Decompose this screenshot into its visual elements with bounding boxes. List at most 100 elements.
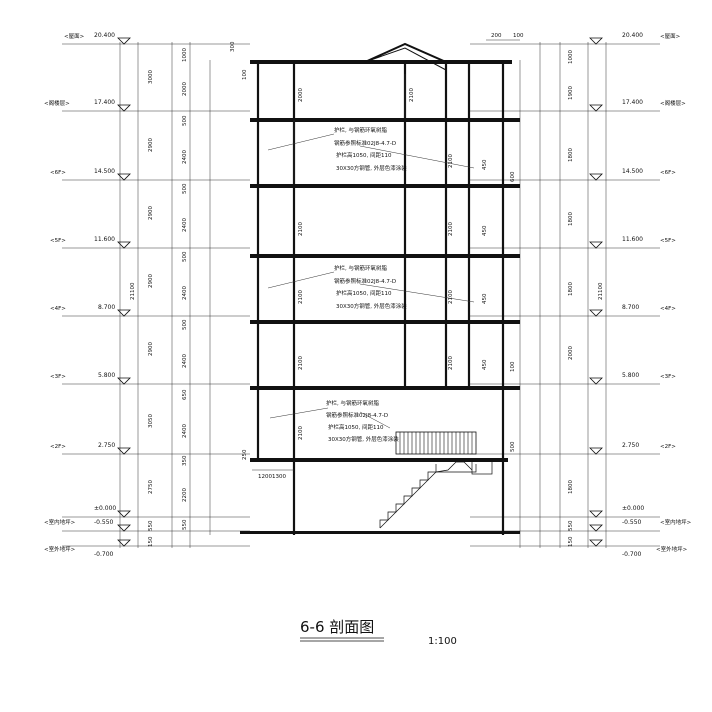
level-1-right: ±0.000 xyxy=(589,505,644,518)
svg-text:2.750: 2.750 xyxy=(98,442,115,449)
svg-text:600: 600 xyxy=(510,171,516,182)
svg-text:2100: 2100 xyxy=(409,88,415,102)
svg-text:<屋面>: <屋面> xyxy=(64,33,85,40)
note-l6: 护栏, 与钢筋环氧树脂 钢筋参照标准02J8-4.7-D 护栏高1050, 间距… xyxy=(267,126,475,172)
level-3-right: 5.800 <3F> xyxy=(589,372,676,385)
svg-text:1200: 1200 xyxy=(258,474,272,480)
drawing-title: 6-6 剖面图 1:100 xyxy=(300,618,457,647)
building-section: 2000 2100 2100 2100 2100 2100 2100 2100 … xyxy=(240,42,520,535)
level-0-right: -0.550 <室内地坪> xyxy=(589,518,692,532)
svg-text:550: 550 xyxy=(568,520,574,531)
svg-text:6-6 剖面图: 6-6 剖面图 xyxy=(300,618,374,636)
svg-text:14.500: 14.500 xyxy=(622,168,643,175)
level-4-right: 8.700 <4F> xyxy=(589,304,676,317)
svg-text:护栏高1050, 间距110: 护栏高1050, 间距110 xyxy=(328,423,384,431)
svg-text:<5F>: <5F> xyxy=(660,238,676,244)
svg-text:11.600: 11.600 xyxy=(622,236,643,243)
svg-text:2900: 2900 xyxy=(148,342,154,356)
svg-text:500: 500 xyxy=(182,319,188,330)
svg-text:<阁楼层>: <阁楼层> xyxy=(44,99,70,107)
svg-text:100: 100 xyxy=(242,69,248,80)
svg-text:30X30方钢管, 外层色漆涂装: 30X30方钢管, 外层色漆涂装 xyxy=(336,302,407,310)
svg-text:1800: 1800 xyxy=(568,282,574,296)
svg-text:<2F>: <2F> xyxy=(50,444,66,450)
svg-text:1800: 1800 xyxy=(568,148,574,162)
svg-text:2400: 2400 xyxy=(182,424,188,438)
svg-text:8.700: 8.700 xyxy=(622,304,639,311)
svg-text:30X30方钢管, 外层色漆涂装: 30X30方钢管, 外层色漆涂装 xyxy=(328,435,399,443)
svg-text:21100: 21100 xyxy=(598,282,604,300)
svg-text:450: 450 xyxy=(482,359,488,370)
svg-text:钢筋参照标准02J8-4.7-D: 钢筋参照标准02J8-4.7-D xyxy=(326,411,388,419)
svg-text:<室外地坪>: <室外地坪> xyxy=(44,545,76,553)
level-2-left: 2.750 <2F> xyxy=(50,442,131,455)
svg-text:<室内地坪>: <室内地坪> xyxy=(660,518,692,526)
level-ground-left: -0.700 <室外地坪> xyxy=(44,539,131,558)
svg-text:2100: 2100 xyxy=(448,222,454,236)
svg-text:<阁楼层>: <阁楼层> xyxy=(660,99,686,107)
svg-text:2000: 2000 xyxy=(298,88,304,102)
svg-text:护栏高1050, 间距110: 护栏高1050, 间距110 xyxy=(336,151,392,159)
svg-text:20.400: 20.400 xyxy=(94,32,115,39)
svg-text:14.500: 14.500 xyxy=(94,168,115,175)
svg-text:30X30方钢管, 外层色漆涂装: 30X30方钢管, 外层色漆涂装 xyxy=(336,164,407,172)
level-5-right: 11.600 <5F> xyxy=(589,236,676,249)
svg-text:2100: 2100 xyxy=(448,356,454,370)
svg-text:2.750: 2.750 xyxy=(622,442,639,449)
level-roof-left: 20.400 <屋面> xyxy=(64,32,131,45)
svg-text:2900: 2900 xyxy=(148,138,154,152)
svg-text:100: 100 xyxy=(510,361,516,372)
svg-text:500: 500 xyxy=(182,251,188,262)
left-dimension-lines xyxy=(119,42,211,548)
svg-text:2750: 2750 xyxy=(148,480,154,494)
right-storey-dims: 1000 1900 1800 1800 1800 2000 1800 550 1… xyxy=(568,50,604,547)
svg-text:21100: 21100 xyxy=(130,282,136,300)
note-l4: 护栏, 与钢筋环氧树脂 钢筋参照标准02J8-4.7-D 护栏高1050, 间距… xyxy=(267,264,475,310)
svg-text:20.400: 20.400 xyxy=(622,32,643,39)
left-window-dims: 1000 2000 500 2400 500 2400 500 2400 500… xyxy=(182,48,188,530)
svg-text:钢筋参照标准02J8-4.7-D: 钢筋参照标准02J8-4.7-D xyxy=(334,139,396,147)
svg-text:2900: 2900 xyxy=(148,274,154,288)
svg-text:<5F>: <5F> xyxy=(50,238,66,244)
level-lines xyxy=(62,43,660,547)
svg-text:护栏, 与钢筋环氧树脂: 护栏, 与钢筋环氧树脂 xyxy=(334,126,387,134)
svg-text:450: 450 xyxy=(482,225,488,236)
window-sill-dims: 450 450 450 450 100 250 600 500 100 xyxy=(242,69,516,460)
level-3-left: 5.800 <3F> xyxy=(50,372,131,385)
svg-text:2000: 2000 xyxy=(568,346,574,360)
svg-text:2100: 2100 xyxy=(298,426,304,440)
left-storey-dims: 3000 2900 2900 2900 2900 3050 2750 550 1… xyxy=(130,70,154,547)
svg-text:1300: 1300 xyxy=(272,474,286,480)
level-2-right: 2.750 <2F> xyxy=(589,442,676,455)
svg-text:<6F>: <6F> xyxy=(660,170,676,176)
note-l2: 护栏, 与钢筋环氧树脂 钢筋参照标准02J8-4.7-D 护栏高1050, 间距… xyxy=(269,399,399,443)
svg-text:2100: 2100 xyxy=(448,290,454,304)
svg-text:3050: 3050 xyxy=(148,414,154,428)
svg-text:-0.700: -0.700 xyxy=(94,551,114,558)
svg-text:550: 550 xyxy=(148,520,154,531)
level-1-left: ±0.000 xyxy=(94,505,131,518)
level-7-right: 17.400 <阁楼层> xyxy=(589,99,686,112)
svg-text:500: 500 xyxy=(182,183,188,194)
svg-text:±0.000: ±0.000 xyxy=(622,505,644,512)
svg-text:1800: 1800 xyxy=(568,480,574,494)
svg-text:350: 350 xyxy=(182,455,188,466)
svg-text:2200: 2200 xyxy=(182,488,188,502)
svg-text:2000: 2000 xyxy=(182,82,188,96)
svg-text:2400: 2400 xyxy=(182,354,188,368)
svg-text:500: 500 xyxy=(510,441,516,452)
svg-text:11.600: 11.600 xyxy=(94,236,115,243)
svg-text:钢筋参照标准02J8-4.7-D: 钢筋参照标准02J8-4.7-D xyxy=(334,277,396,285)
svg-text:-0.550: -0.550 xyxy=(94,519,114,526)
svg-text:3000: 3000 xyxy=(148,70,154,84)
svg-text:护栏, 与钢筋环氧树脂: 护栏, 与钢筋环氧树脂 xyxy=(326,399,379,407)
svg-text:-0.550: -0.550 xyxy=(622,519,642,526)
svg-text:<3F>: <3F> xyxy=(660,374,676,380)
svg-text:-0.700: -0.700 xyxy=(622,551,642,558)
svg-text:450: 450 xyxy=(482,159,488,170)
svg-text:<4F>: <4F> xyxy=(660,306,676,312)
svg-text:650: 650 xyxy=(182,389,188,400)
svg-text:300: 300 xyxy=(230,41,236,52)
svg-text:<2F>: <2F> xyxy=(660,444,676,450)
stair xyxy=(379,461,477,529)
